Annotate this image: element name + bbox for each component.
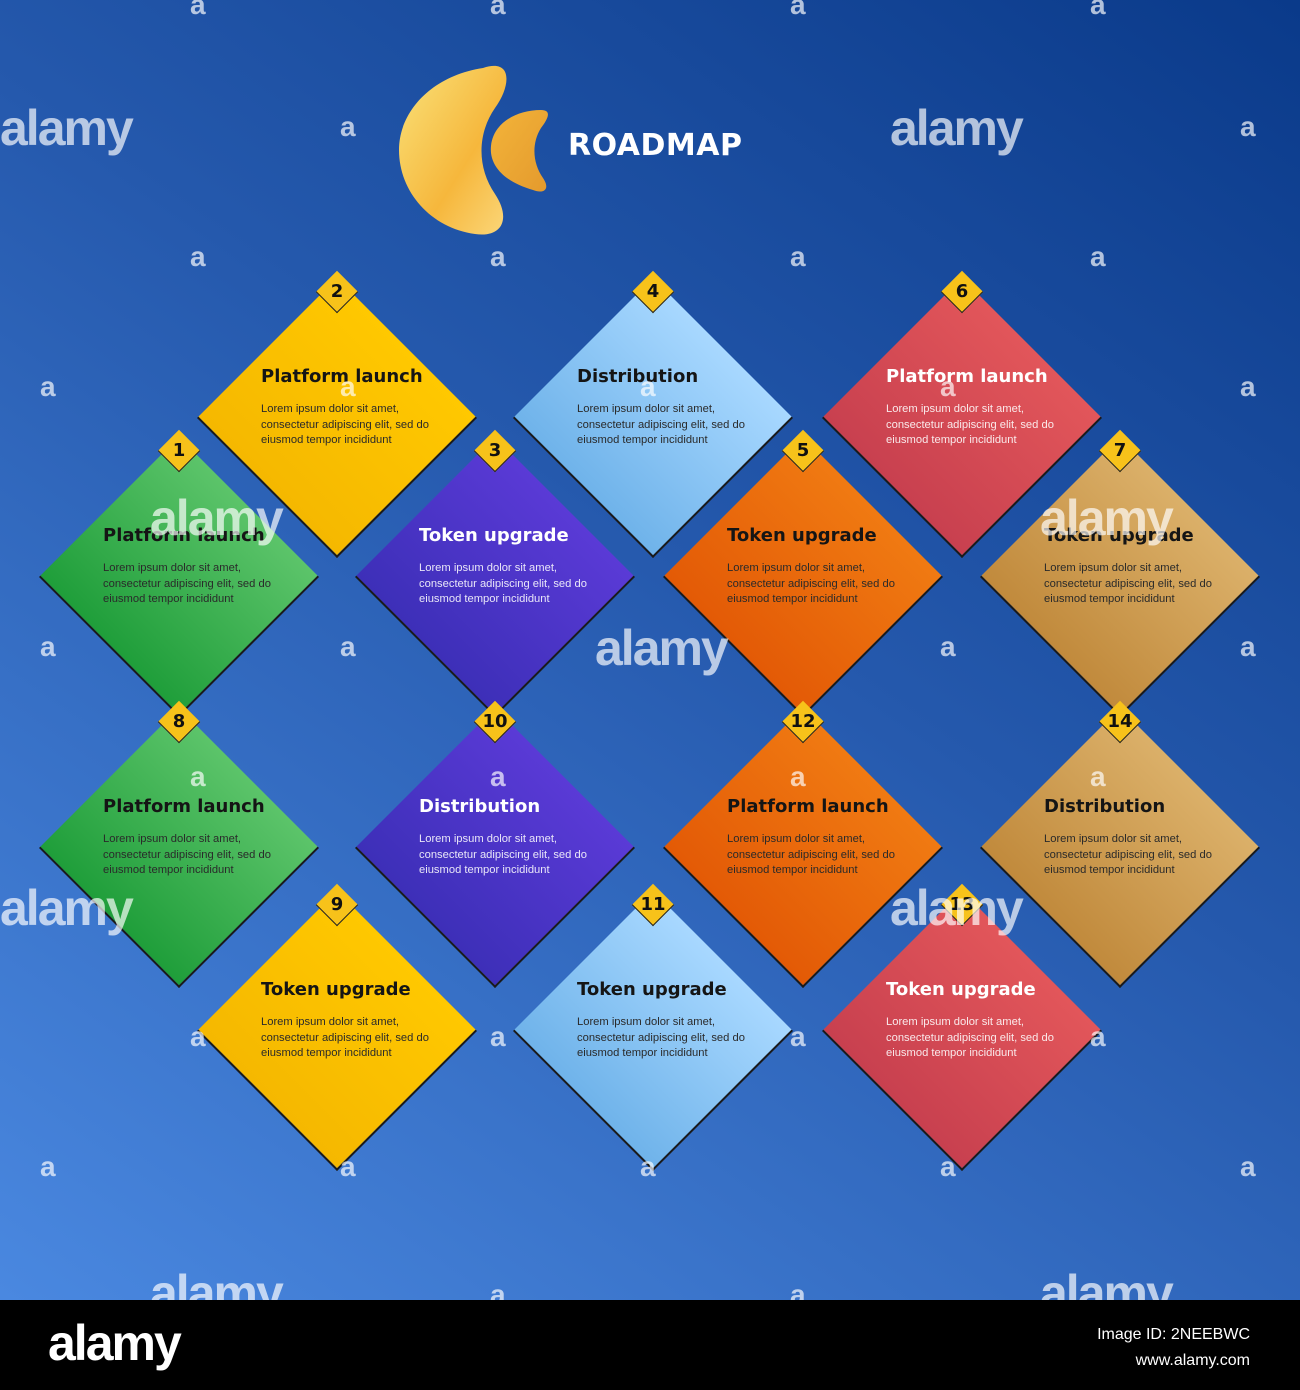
step-number: 1 [172,440,186,461]
step-number: 7 [1113,440,1127,461]
step-description: Lorem ipsum dolor sit amet, consectetur … [103,562,271,606]
step-number: 13 [949,894,975,915]
step-description: Lorem ipsum dolor sit amet, consectetur … [261,1016,429,1060]
step-description: Lorem ipsum dolor sit amet, consectetur … [886,403,1054,447]
watermark-letter: a [40,631,56,662]
watermark-letter: a [190,761,206,792]
watermark-letter: a [490,1021,506,1052]
step-title: Platform launch [103,796,265,817]
step-number: 9 [330,894,344,915]
footer-logo: alamy [48,1315,182,1371]
step-description: Lorem ipsum dolor sit amet, consectetur … [103,833,271,877]
step-description: Lorem ipsum dolor sit amet, consectetur … [419,833,587,877]
step-number: 10 [482,711,508,732]
watermark-text: alamy [150,1265,284,1300]
step-title: Token upgrade [261,979,411,1000]
step-title: Distribution [1044,796,1166,817]
watermark-letter: a [490,241,506,272]
watermark-letter: a [190,1021,206,1052]
watermark-letter: a [790,1021,806,1052]
watermark-letter: a [1090,241,1106,272]
watermark-letter: a [340,1151,356,1182]
step-number: 12 [790,711,816,732]
watermark-letter: a [1240,371,1256,402]
step-description: Lorem ipsum dolor sit amet, consectetur … [1044,562,1212,606]
watermark-letter: a [790,761,806,792]
page-title: ROADMAP [568,128,743,163]
watermark-text: alamy [1040,1265,1174,1300]
watermark-letter: a [490,761,506,792]
watermark-text: alamy [890,100,1024,156]
watermark-text: alamy [0,880,134,936]
step-title: Platform launch [103,525,265,546]
watermark-letter: a [490,1279,506,1301]
step-description: Lorem ipsum dolor sit amet, consectetur … [577,1016,745,1060]
step-description: Lorem ipsum dolor sit amet, consectetur … [727,562,895,606]
watermark-letter: a [1090,0,1106,20]
watermark-letter: a [1240,111,1256,142]
watermark-text: alamy [0,100,134,156]
watermark-letter: a [940,631,956,662]
watermark-letter: a [40,1151,56,1182]
step-description: Lorem ipsum dolor sit amet, consectetur … [577,403,745,447]
step-description: Lorem ipsum dolor sit amet, consectetur … [886,1016,1054,1060]
watermark-letter: a [1090,761,1106,792]
step-number: 14 [1107,711,1133,732]
crescent-logo-icon [399,65,548,235]
watermark-letter: a [340,631,356,662]
watermark-text: alamy [150,490,284,546]
watermark-letter: a [790,0,806,20]
step-number: 3 [488,440,502,461]
step-description: Lorem ipsum dolor sit amet, consectetur … [727,833,895,877]
watermark-letter: a [490,0,506,20]
watermark-letter: a [1240,1151,1256,1182]
step-number: 8 [172,711,186,732]
step-number: 5 [796,440,810,461]
watermark-letter: a [190,241,206,272]
watermark-letter: a [340,371,356,402]
image-id: Image ID: 2NEEBWC [1097,1326,1250,1343]
watermark-letter: a [640,1151,656,1182]
step-title: Platform launch [727,796,889,817]
footer-bar: alamy Image ID: 2NEEBWC www.alamy.com [0,1300,1300,1390]
watermark-letter: a [190,0,206,20]
watermark-text: alamy [595,620,729,676]
step-title: Distribution [419,796,541,817]
watermark-letter: a [790,241,806,272]
footer-info: Image ID: 2NEEBWC www.alamy.com [1097,1322,1250,1374]
step-number: 2 [330,281,344,302]
watermark-letter: a [940,1151,956,1182]
watermark-letter: a [640,371,656,402]
step-title: Token upgrade [727,525,877,546]
step-title: Token upgrade [1044,525,1194,546]
step-title: Platform launch [886,366,1048,387]
watermark-letter: a [340,111,356,142]
watermark-text: alamy [1040,490,1174,546]
step-number: 4 [646,281,660,302]
watermark-letter: a [1240,631,1256,662]
step-description: Lorem ipsum dolor sit amet, consectetur … [419,562,587,606]
step-title: Distribution [577,366,699,387]
step-title: Token upgrade [419,525,569,546]
step-title: Token upgrade [886,979,1036,1000]
step-number: 6 [955,281,969,302]
step-number: 11 [640,894,666,915]
watermark-letter: a [1090,1021,1106,1052]
step-title: Token upgrade [577,979,727,1000]
site-url: www.alamy.com [1135,1352,1250,1369]
step-title: Platform launch [261,366,423,387]
watermark-letter: a [40,371,56,402]
watermark-letter: a [940,371,956,402]
step-description: Lorem ipsum dolor sit amet, consectetur … [261,403,429,447]
step-description: Lorem ipsum dolor sit amet, consectetur … [1044,833,1212,877]
watermark-text: alamy [890,880,1024,936]
watermark-letter: a [790,1279,806,1301]
